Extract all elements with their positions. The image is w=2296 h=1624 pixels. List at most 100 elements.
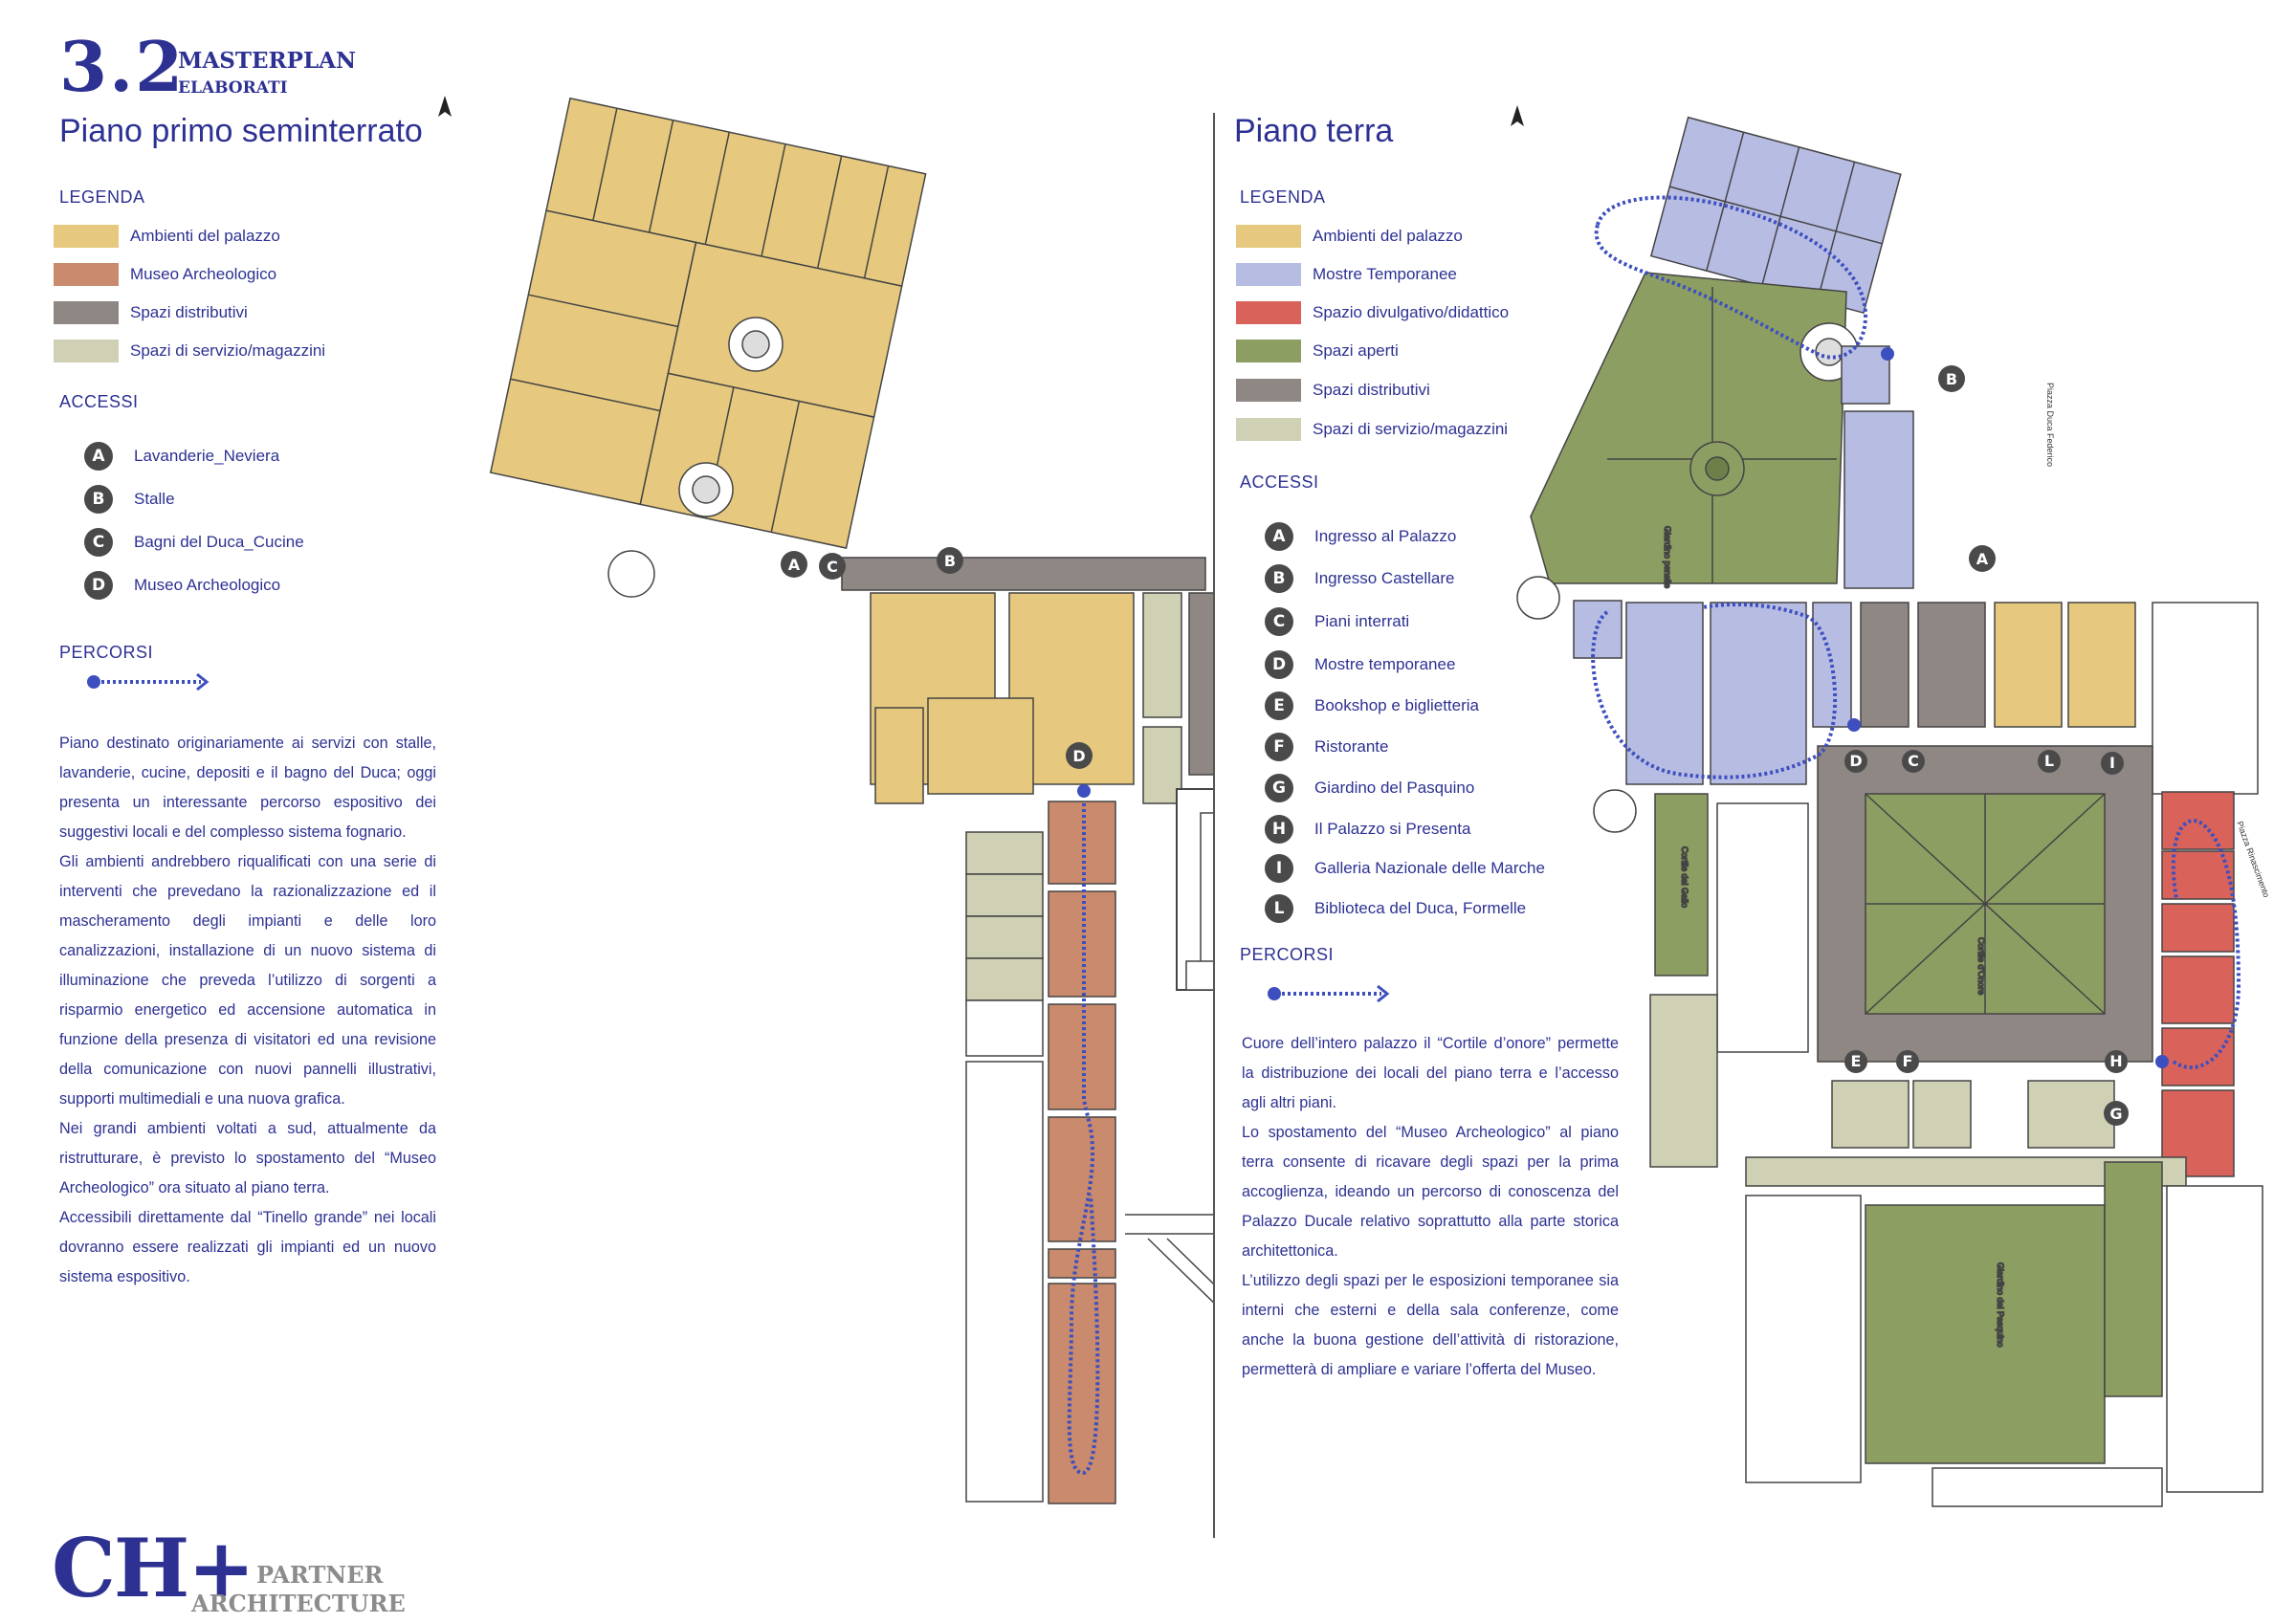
access-pin-h: H (2105, 1050, 2128, 1073)
legend-item: Mostre Temporanee (1236, 262, 1457, 287)
access-label: Piani interrati (1314, 612, 1410, 630)
access-pin-f: F (1896, 1050, 1919, 1073)
legend-label: Spazi aperti (1313, 341, 1399, 360)
access-pin-g: G (2104, 1101, 2129, 1126)
legend-swatch (54, 340, 119, 362)
route-path (1067, 803, 1100, 1476)
legend-item: Ambienti del palazzo (1236, 224, 1463, 249)
legend-label: Mostre Temporanee (1313, 265, 1457, 283)
access-badge: C (1265, 607, 1293, 636)
legend-swatch (1236, 418, 1301, 441)
access-item: D Museo Archeologico (84, 571, 280, 600)
access-label: Lavanderie_Neviera (134, 447, 280, 465)
plan-label-giardino-pasquino: Giardino del Pasquino (1996, 1262, 2005, 1348)
access-badge: D (84, 571, 113, 600)
access-label: Bagni del Duca_Cucine (134, 533, 304, 551)
section-subtitle: ELABORATI (178, 78, 288, 98)
legend-item: Spazi distributivi (1236, 378, 1430, 403)
access-label: Giardino del Pasquino (1314, 779, 1475, 797)
legend-swatch (1236, 225, 1301, 248)
access-badge: L (1265, 894, 1293, 923)
access-item: E Bookshop e biglietteria (1265, 691, 1479, 720)
legend-item: Spazi aperti (1236, 339, 1399, 363)
svg-text:H: H (2109, 1052, 2122, 1070)
legend-swatch (1236, 263, 1301, 286)
legend-swatch (1236, 340, 1301, 362)
access-badge: C (84, 528, 113, 557)
street-label-piazza-rinascimento: Piazza Rinascimento (2235, 820, 2271, 898)
svg-text:C: C (827, 558, 838, 576)
access-badge: D (1265, 650, 1293, 679)
access-pin-d: D (1066, 742, 1093, 769)
svg-text:B: B (1946, 370, 1957, 388)
paragraph: Lo spostamento del “Museo Archeologico” … (1242, 1124, 1619, 1260)
legend-item: Spazio divulgativo/didattico (1236, 300, 1509, 325)
svg-text:B: B (944, 552, 956, 570)
legend-swatch (54, 225, 119, 248)
access-badge: G (1265, 774, 1293, 802)
access-pin-i: I (2101, 752, 2124, 775)
access-label: Museo Archeologico (134, 576, 281, 594)
svg-text:A: A (788, 556, 801, 574)
right-legend-heading: LEGENDA (1240, 187, 1326, 207)
access-badge: B (84, 485, 113, 514)
access-item: B Stalle (84, 485, 175, 514)
access-label: Biblioteca del Duca, Formelle (1314, 899, 1527, 917)
legend-label: Museo Archeologico (130, 265, 277, 283)
access-item: C Bagni del Duca_Cucine (84, 528, 304, 557)
left-percorsi-heading: PERCORSI (59, 643, 154, 662)
svg-text:C: C (1908, 752, 1919, 770)
access-badge: E (1265, 691, 1293, 720)
paragraph: Nei grandi ambienti voltati a sud, attua… (59, 1120, 436, 1196)
legend-swatch (1236, 379, 1301, 402)
left-accessi-heading: ACCESSI (59, 392, 139, 411)
access-item: A Lavanderie_Neviera (84, 442, 279, 471)
legend-label: Ambienti del palazzo (1313, 227, 1463, 245)
section-number: 3.2 (59, 26, 186, 107)
svg-text:L: L (2044, 752, 2054, 770)
north-arrow-icon (1511, 105, 1524, 126)
access-label: Il Palazzo si Presenta (1314, 820, 1471, 838)
paragraph: L’utilizzo degli spazi per le esposizion… (1242, 1272, 1619, 1378)
right-accessi-heading: ACCESSI (1240, 472, 1319, 492)
access-item: D Mostre temporanee (1265, 650, 1455, 679)
right-floor-plan: Giardino pensile Cortile d'Onore Cortile… (1511, 105, 2271, 1507)
legend-label: Spazi di servizio/magazzini (1313, 420, 1509, 438)
access-label: Bookshop e biglietteria (1314, 696, 1480, 714)
legend-label: Spazi di servizio/magazzini (130, 341, 326, 360)
logo-line1: PARTNER (256, 1561, 384, 1589)
access-pin-c: C (1902, 750, 1925, 773)
svg-text:A: A (1976, 550, 1989, 568)
path-arrow-icon (1268, 984, 1390, 1003)
access-pin-l: L (2038, 750, 2061, 773)
access-badge: F (1265, 733, 1293, 761)
right-percorsi-heading: PERCORSI (1240, 945, 1335, 964)
north-arrow-icon (438, 96, 452, 117)
access-badge: I (1265, 854, 1293, 883)
legend-label: Ambienti del palazzo (130, 227, 280, 245)
legend-swatch (54, 263, 119, 286)
access-label: Stalle (134, 490, 175, 508)
access-pin-b: B (937, 547, 963, 574)
access-pin-e: E (1844, 1050, 1867, 1073)
legend-item: Ambienti del palazzo (54, 224, 280, 249)
paragraph: Piano destinato originariamente ai servi… (59, 735, 436, 841)
access-pin-d: D (1844, 750, 1867, 773)
access-label: Ristorante (1314, 737, 1389, 756)
route-path-east (2171, 819, 2241, 1069)
access-badge: H (1265, 815, 1293, 844)
plan-label-cortile-onore: Cortile d'Onore (1976, 937, 1986, 995)
column-divider (1213, 113, 1215, 1538)
svg-text:F: F (1903, 1052, 1913, 1070)
path-arrow-icon (87, 672, 210, 691)
legend-item: Spazi di servizio/magazzini (54, 339, 325, 363)
route-path-middle (1591, 603, 1838, 779)
legend-label: Spazio divulgativo/didattico (1313, 303, 1510, 321)
access-badge: A (1265, 522, 1293, 551)
access-label: Mostre temporanee (1314, 655, 1456, 673)
left-floor-plan: A B C D (438, 96, 1215, 1504)
plan-label-giardino-pensile: Giardino pensile (1663, 526, 1672, 588)
access-item: H Il Palazzo si Presenta (1265, 815, 1470, 844)
street-label-piazza-duca: Piazza Duca Federico (2045, 383, 2055, 467)
